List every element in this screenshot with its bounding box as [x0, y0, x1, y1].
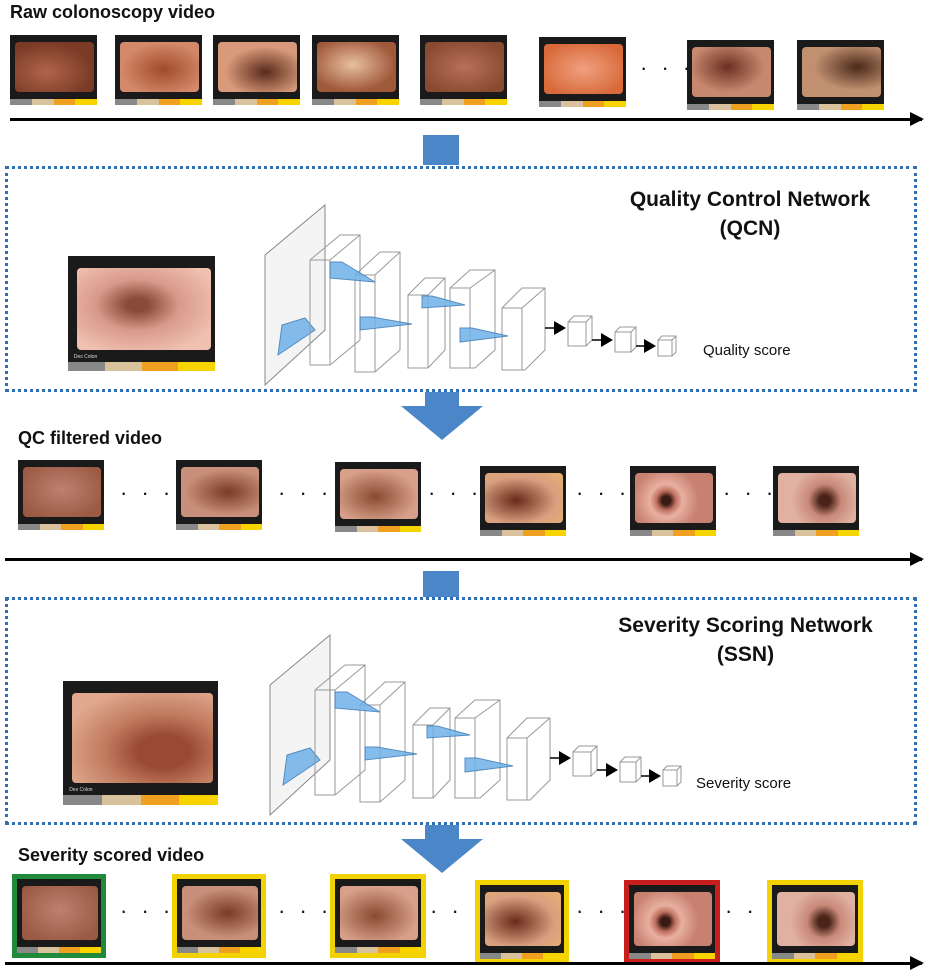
raw-timeline-arrow [10, 112, 924, 126]
qcn-fc-1 [567, 321, 587, 347]
qcn-title-line1: Quality Control Network [629, 188, 871, 211]
ssn-fc-arrow-2 [606, 763, 618, 777]
qcn-fc-3 [657, 339, 673, 357]
ssn-title-line2: (SSN) [716, 643, 775, 666]
qcn-fc-2 [614, 331, 632, 353]
ssn-block-2 [359, 681, 406, 803]
scored-ellipsis-3: · · · [430, 898, 485, 923]
scored-frame-5-red [624, 880, 720, 964]
qcn-block-1 [309, 234, 361, 366]
ssn-kernel-5 [464, 757, 514, 773]
scored-frame-6-yellow [767, 880, 863, 964]
qcn-output-label: Quality score [703, 342, 791, 359]
ssn-box [5, 597, 917, 825]
scored-frame-2-yellow [172, 874, 266, 958]
qc-timeline-arrow [5, 552, 924, 566]
ssn-network-diagram [269, 633, 682, 817]
raw-frame-7 [687, 40, 774, 110]
qcn-block-4 [449, 269, 496, 369]
ssn-fc-2 [619, 761, 637, 783]
arrow-to-ssn [423, 571, 459, 597]
ssn-kernel-1 [282, 747, 321, 787]
ssn-block-5 [506, 717, 551, 801]
scored-ellipsis-4: · · · [576, 898, 631, 923]
qc-filtered-label: QC filtered video [18, 428, 163, 448]
qc-frame-4 [480, 466, 566, 536]
qcn-block-2 [354, 251, 401, 373]
raw-frame-8 [797, 40, 884, 110]
ssn-kernel-3 [364, 746, 418, 761]
scored-ellipsis-5: · · · [725, 898, 780, 923]
qc-frame-6 [773, 466, 859, 536]
ssn-fc-arrow-1 [559, 751, 571, 765]
ssn-title: Severity Scoring Network (SSN) [578, 611, 913, 669]
qc-ellipsis-2: · · · [278, 480, 333, 505]
qcn-input-frame: Des Colon [68, 256, 215, 371]
qc-frame-2 [176, 460, 262, 530]
ssn-kernel-2 [334, 691, 381, 713]
raw-frame-5 [420, 35, 507, 105]
qcn-title: Quality Control Network (QCN) [585, 185, 915, 243]
qc-ellipsis-3: · · · [428, 480, 483, 505]
qcn-kernel-1 [277, 317, 316, 357]
ssn-title-line1: Severity Scoring Network [618, 614, 873, 637]
qc-frame-3 [335, 462, 421, 532]
raw-frame-4 [312, 35, 399, 105]
scored-frame-4-yellow [475, 880, 569, 964]
ssn-frame-tag: Des Colon [69, 786, 93, 793]
ssn-block-1 [314, 664, 366, 796]
severity-scored-label: Severity scored video [18, 845, 205, 865]
raw-frame-3 [213, 35, 300, 105]
qcn-block-3 [407, 277, 446, 369]
ssn-input-plane [269, 633, 331, 817]
qc-ellipsis-1: · · · [120, 480, 175, 505]
qc-frame-5 [630, 466, 716, 536]
ssn-fc-arrow-3 [649, 769, 661, 783]
ssn-output-label: Severity score [696, 775, 792, 792]
scored-frame-3-yellow [330, 874, 426, 958]
ssn-block-4 [454, 699, 501, 799]
qcn-kernel-2 [329, 261, 376, 283]
raw-ellipsis: · · · [640, 55, 695, 80]
arrow-from-ssn [401, 825, 483, 873]
qcn-fc-arrow-2 [601, 333, 613, 347]
qcn-frame-tag: Des Colon [73, 353, 98, 360]
scored-frame-1-green [12, 874, 106, 958]
qcn-kernel-4 [421, 295, 466, 309]
qcn-input-plane [264, 203, 326, 387]
qcn-block-5 [501, 287, 546, 371]
qcn-fc-arrow-3 [644, 339, 656, 353]
qcn-kernel-3 [359, 316, 413, 331]
raw-frame-6 [539, 37, 626, 107]
ssn-fc-1 [572, 751, 592, 777]
qc-ellipsis-5: · · · [723, 480, 778, 505]
ssn-fc-3 [662, 769, 678, 787]
raw-frame-1 [10, 35, 97, 105]
scored-ellipsis-2: · · · [278, 898, 333, 923]
qcn-network-diagram [264, 203, 677, 387]
qc-ellipsis-4: · · · [576, 480, 631, 505]
arrow-to-qcn [423, 135, 459, 165]
scored-ellipsis-1: · · · [120, 898, 175, 923]
raw-video-label: Raw colonoscopy video [10, 2, 216, 22]
ssn-block-3 [412, 707, 451, 799]
ssn-input-frame: Des Colon [63, 681, 218, 805]
arrow-from-qcn [401, 392, 483, 440]
scored-timeline-arrow [5, 956, 924, 970]
qcn-kernel-5 [459, 327, 509, 343]
qcn-title-line2: (QCN) [719, 217, 781, 240]
ssn-kernel-4 [426, 725, 471, 739]
qc-frame-1 [18, 460, 104, 530]
raw-frame-2 [115, 35, 202, 105]
qcn-box [5, 166, 917, 392]
qcn-fc-arrow-1 [554, 321, 566, 335]
